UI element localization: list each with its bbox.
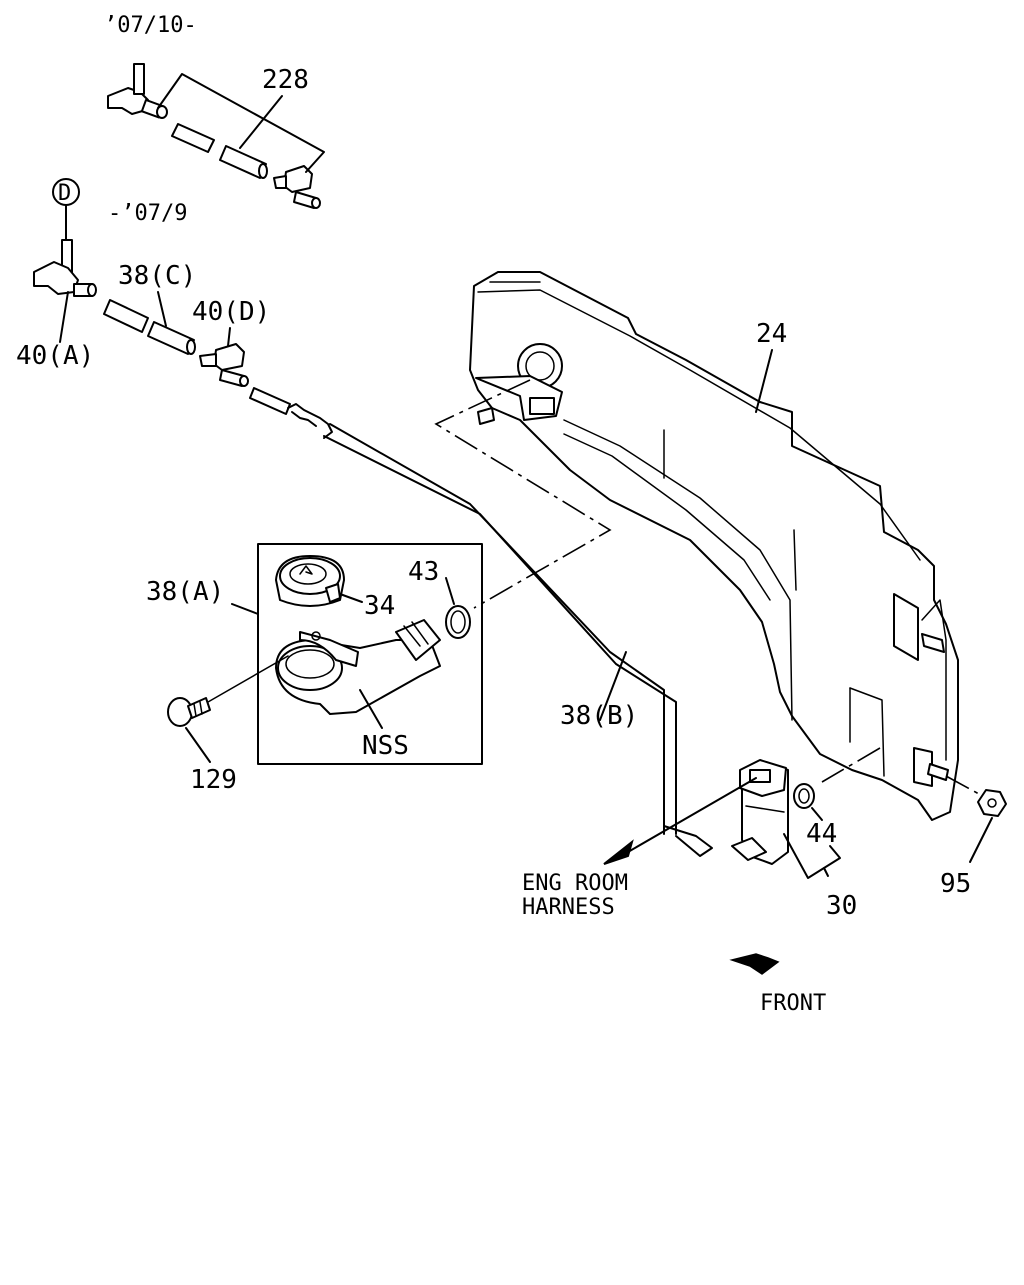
o-ring (445, 605, 471, 639)
label-harness-line2: HARNESS (522, 895, 615, 920)
filler-cap (275, 555, 363, 607)
label-43: 43 (408, 557, 439, 587)
label-40d: 40(D) (192, 297, 270, 327)
harness-arrow (603, 777, 757, 865)
connector-assembly-new (107, 63, 325, 209)
label-24: 24 (756, 319, 787, 349)
filler-kit-box (207, 543, 483, 765)
label-38a: 38(A) (146, 577, 224, 607)
nut (969, 789, 1007, 863)
label-95: 95 (940, 869, 971, 899)
washer-tank (469, 271, 959, 821)
label-front: FRONT (760, 991, 826, 1016)
label-30: 30 (826, 891, 857, 921)
label-228: 228 (262, 65, 309, 95)
label-38b: 38(B) (560, 701, 638, 731)
screw (167, 697, 211, 763)
kit-frame (257, 543, 483, 765)
hose-38b (249, 387, 713, 857)
label-range-old: -’07/9 (108, 201, 187, 226)
washer-pump (731, 759, 841, 879)
label-harness-line1: ENG ROOM (522, 871, 628, 896)
grommet (793, 783, 815, 809)
connector-assembly-old (33, 178, 249, 387)
front-arrow-icon (729, 953, 780, 975)
label-44: 44 (806, 819, 837, 849)
filler-neck (275, 619, 441, 715)
label-range-new: ’07/10- (104, 13, 197, 38)
label-129: 129 (190, 765, 237, 795)
label-callout-d: D (58, 181, 71, 206)
label-40a: 40(A) (16, 341, 94, 371)
label-nss: NSS (362, 731, 409, 761)
label-38c: 38(C) (118, 261, 196, 291)
label-34: 34 (364, 591, 395, 621)
